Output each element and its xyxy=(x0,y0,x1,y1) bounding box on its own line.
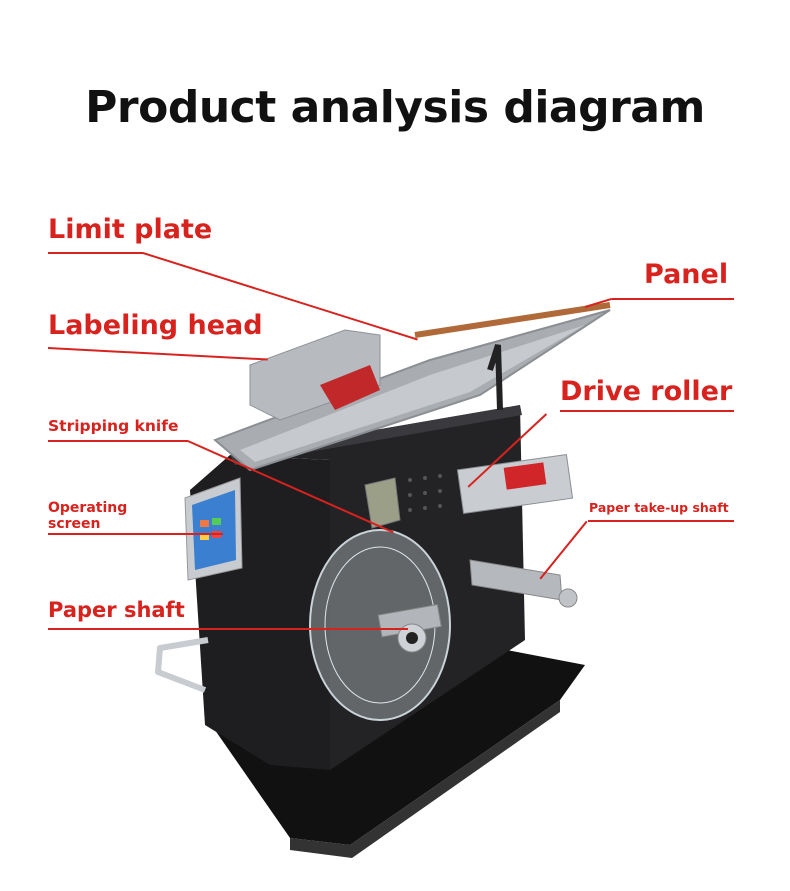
machine-body-front xyxy=(230,405,525,770)
label-panel: Panel xyxy=(644,259,729,290)
label-stripping-knife: Stripping knife xyxy=(48,417,179,435)
leader-line-drive-roller xyxy=(560,410,734,412)
page-title: Product analysis diagram xyxy=(85,82,705,133)
labeling-head-red xyxy=(320,365,380,410)
label-drive-roller: Drive roller xyxy=(560,376,733,407)
labeling-head-block xyxy=(249,329,381,421)
leader-line-paper-takeup-shaft xyxy=(588,520,734,522)
label-operating-screen-line2: screen xyxy=(48,516,101,532)
left-handle xyxy=(155,637,209,693)
label-paper-shaft: Paper shaft xyxy=(48,598,185,622)
label-labeling-head: Labeling head xyxy=(48,310,263,341)
leader-line-paper-shaft xyxy=(48,628,408,630)
leader-line-panel xyxy=(612,298,734,300)
label-operating-screen-line1: Operating xyxy=(48,500,128,516)
limit-plate-strip xyxy=(414,302,611,338)
operating-screen-display xyxy=(192,490,236,570)
label-limit-plate: Limit plate xyxy=(48,214,213,245)
leader-line-limit-plate xyxy=(48,252,143,254)
leader-line-stripping-knife xyxy=(48,440,188,442)
stripping-knife xyxy=(364,477,401,529)
perforation-holes xyxy=(408,474,442,512)
leader-line-operating-screen xyxy=(48,533,223,535)
label-paper-takeup-shaft: Paper take-up shaft xyxy=(589,500,729,515)
